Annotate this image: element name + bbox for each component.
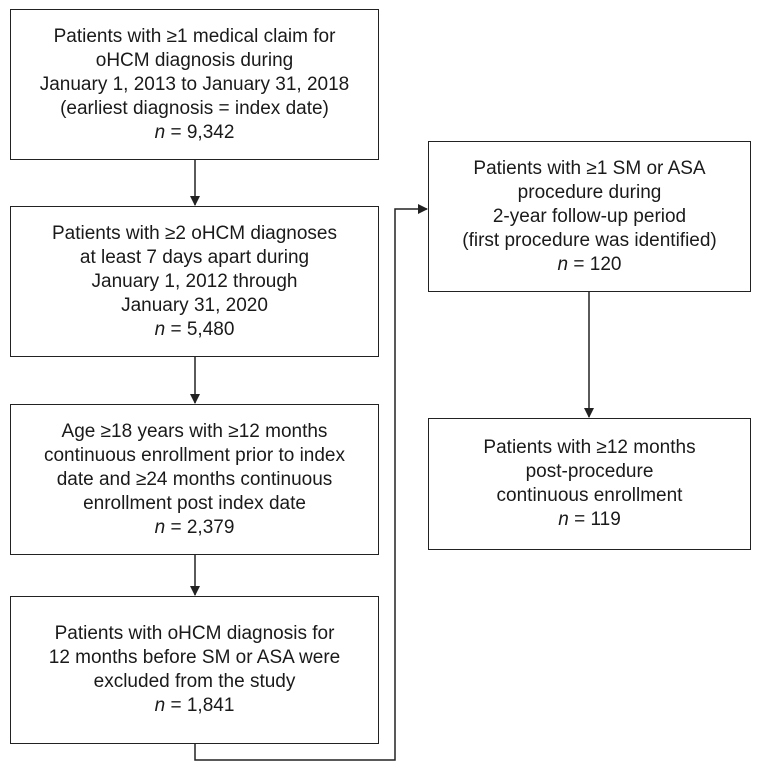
box-post-procedure-enrollment: Patients with ≥12 months post-procedure co… (428, 418, 751, 550)
sample-size-value: = 5,480 (170, 318, 235, 340)
box-text-line: Patients with ≥1 SM or ASA (473, 157, 706, 179)
box-text-line: excluded from the study (93, 671, 296, 692)
sample-size: n = 1,841 (155, 694, 235, 718)
sample-size-symbol: n (154, 318, 166, 340)
sample-size: n = 119 (558, 508, 621, 532)
box-text-line: January 1, 2013 to January 31, 2018 (39, 73, 350, 95)
box-text-line: post-procedure (525, 461, 654, 482)
sample-size: n = 120 (558, 253, 622, 277)
sample-size-value: = 9,342 (170, 121, 235, 143)
sample-size-symbol: n (557, 253, 569, 275)
sample-size-symbol: n (154, 695, 166, 716)
box-text-line: January 31, 2020 (121, 294, 268, 316)
sample-size: n = 5,480 (155, 318, 235, 342)
sample-size: n = 9,342 (155, 121, 235, 145)
box-text-line: Patients with oHCM diagnosis for (54, 623, 335, 644)
sample-size-symbol: n (154, 121, 166, 143)
sample-size-symbol: n (154, 516, 166, 538)
box-text-line: Patients with ≥2 oHCM diagnoses (51, 222, 337, 244)
arrow-box4-to-box5 (194, 204, 428, 761)
box-text-line: 2-year follow-up period (492, 205, 687, 227)
box-text-line: Age ≥18 years with ≥12 months (61, 420, 328, 442)
box-text-line: enrollment post index date (83, 492, 306, 514)
box-text-line: (first procedure was identified) (462, 229, 717, 251)
box-text-line: procedure during (517, 181, 662, 203)
box-text-line: oHCM diagnosis during (95, 49, 294, 71)
sample-size-value: = 2,379 (170, 516, 235, 538)
box-text-line: continuous enrollment (496, 485, 683, 506)
sample-size: n = 2,379 (155, 516, 235, 540)
box-text-line: Patients with ≥1 medical claim for (53, 25, 336, 47)
box-text-line: date and ≥24 months continuous (56, 468, 333, 490)
box-text-line: Patients with ≥12 months (483, 437, 696, 458)
box-text-line: continuous enrollment prior to index (43, 444, 345, 466)
sample-size-value: = 120 (573, 253, 622, 275)
box-excluded: Patients with oHCM diagnosis for 12 month… (10, 596, 379, 744)
box-text-line: at least 7 days apart during (79, 246, 310, 268)
sample-size-value: = 1,841 (170, 695, 235, 716)
box-text-line: 12 months before SM or ASA were (48, 647, 341, 668)
sample-size-symbol: n (558, 509, 569, 530)
sample-size-value: = 119 (574, 509, 621, 530)
box-text-line: (earliest diagnosis = index date) (60, 97, 329, 119)
box-text-line: January 1, 2012 through (91, 270, 298, 292)
